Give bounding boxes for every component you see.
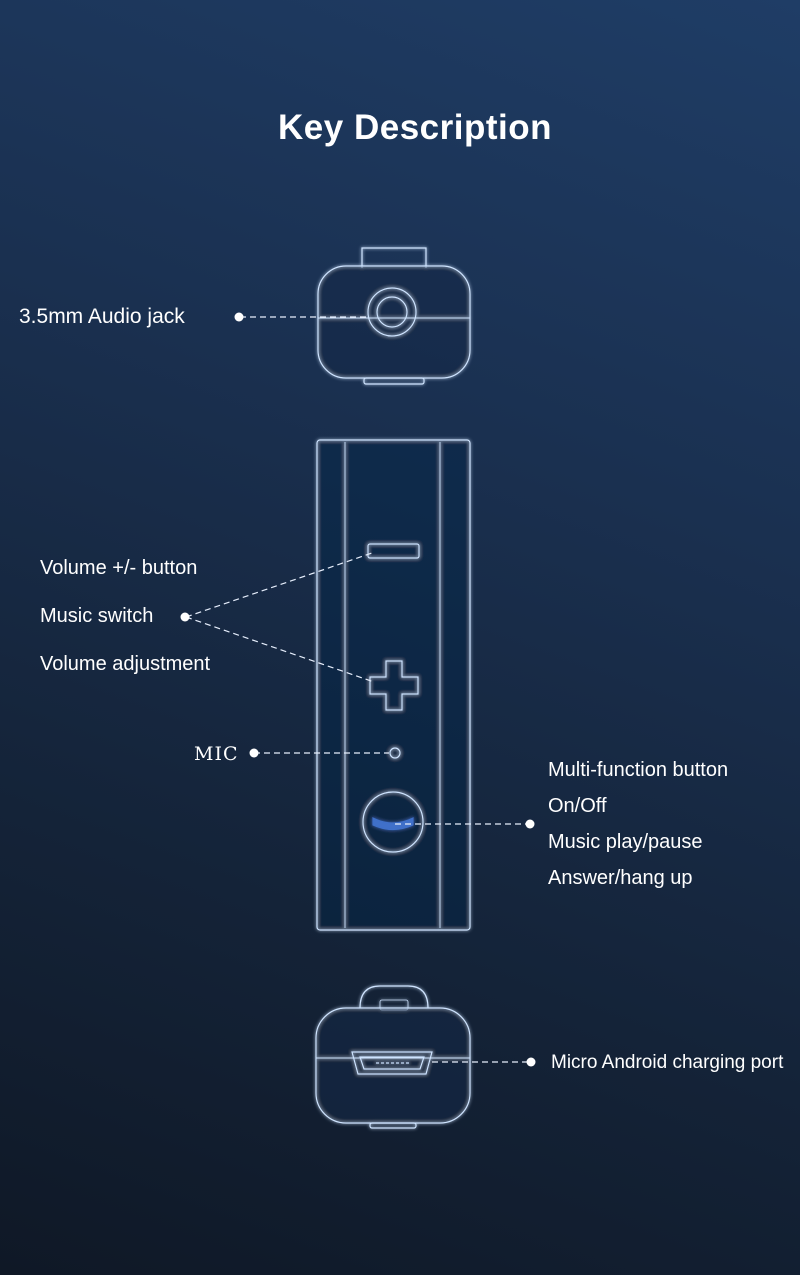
charging-port-label: Micro Android charging port bbox=[551, 1052, 784, 1073]
device-body bbox=[316, 439, 471, 931]
volume-minus-leader bbox=[185, 552, 373, 618]
phone-button-icon bbox=[362, 791, 424, 853]
audio-jack-label: 3.5mm Audio jack bbox=[19, 305, 185, 328]
audio-jack-dot bbox=[234, 312, 244, 322]
mic-hole-icon bbox=[389, 747, 401, 759]
answer-hang-up-label: Answer/hang up bbox=[548, 867, 693, 889]
volume-button-label: Volume +/- button bbox=[40, 557, 198, 579]
device-top-view bbox=[317, 247, 471, 385]
music-switch-dot bbox=[180, 612, 190, 622]
volume-plus-icon bbox=[369, 660, 419, 711]
volume-plus-leader bbox=[185, 616, 375, 683]
charging-port-dot bbox=[526, 1057, 536, 1067]
mic-label: MIC bbox=[194, 743, 239, 765]
multi-function-dot bbox=[525, 819, 535, 829]
audio-jack-icon bbox=[367, 287, 417, 337]
page-title: Key Description bbox=[278, 108, 552, 147]
on-off-label: On/Off bbox=[548, 795, 607, 817]
music-play-pause-label: Music play/pause bbox=[548, 831, 703, 853]
mic-dot bbox=[249, 748, 259, 758]
music-switch-label: Music switch bbox=[40, 605, 154, 627]
multi-function-label: Multi-function button bbox=[548, 759, 729, 781]
volume-adjustment-label: Volume adjustment bbox=[40, 653, 211, 675]
micro-usb-port-icon bbox=[351, 1051, 433, 1075]
volume-minus-icon bbox=[367, 543, 420, 559]
device-bottom-view bbox=[315, 985, 471, 1129]
